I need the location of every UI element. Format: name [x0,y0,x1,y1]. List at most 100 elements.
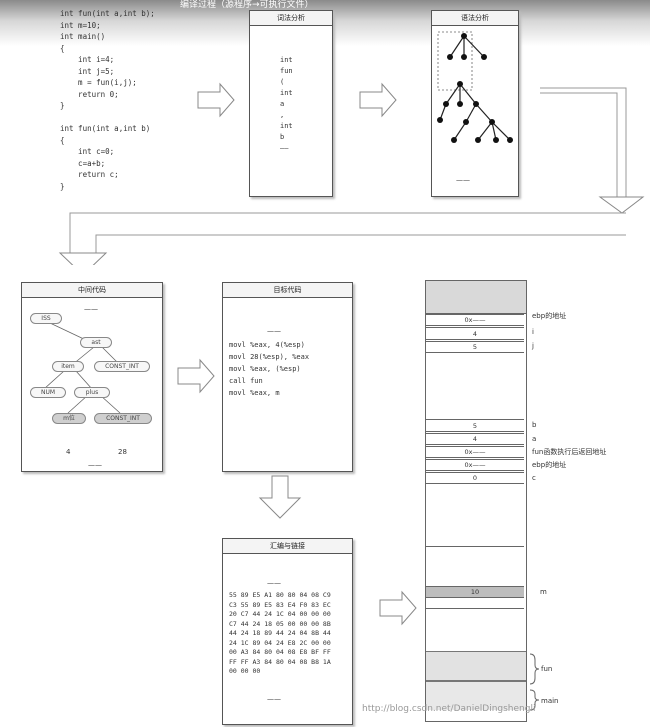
assembly-top-dash: —— [267,579,281,587]
memory-cell-c: 0 [426,472,524,484]
source-line: { [60,135,65,145]
intermediate-code-title: 中间代码 [22,283,162,298]
hex-line: 00 A3 84 80 04 08 E8 BF FF [229,648,331,656]
hex-line: C7 44 24 18 05 00 00 00 8B [229,619,331,628]
source-line: return c; [60,170,119,179]
page-title: 编译过程（源程序→可执行文件） [180,0,314,10]
syntax-analysis-title: 语法分析 [432,11,518,26]
assembly-linking-title: 汇编与链接 [223,539,352,554]
source-line: int fun(int a,int b); [60,9,155,18]
hex-line: 00 00 00 [229,667,261,675]
memory-cell-ret: 0x—— [426,446,524,458]
token: ( [280,78,285,86]
intermediate-bottom-dash: —— [88,461,102,469]
memory-cell-ebp-main: 0x—— [426,314,524,326]
label-i: i [532,328,534,336]
ast-node: plus [74,387,110,398]
source-line: m = fun(i,j); [60,78,137,87]
token: int [280,89,293,97]
main-brace [529,689,540,711]
asm-line: movl 28(%esp), %eax [229,353,310,361]
lexical-analysis-title: 词法分析 [250,11,332,26]
asm-line: movl %eax, m [229,389,280,397]
memory-cell-i: 4 [426,327,524,340]
label-ebp-fun: ebp的地址 [532,461,567,469]
token: —— [280,144,289,152]
token: , [280,111,285,119]
source-line: int fun(int a,int b) [60,124,151,133]
label-a: a [532,435,537,443]
machine-code: 55 89 E5 A1 80 80 04 08 C9 C3 55 89 E5 8… [229,591,331,677]
ast-node: CONST_INT [94,361,150,372]
token: int [280,56,293,64]
arrow-source-to-lexical [197,82,235,118]
source-line: int i=4; [60,55,115,64]
source-line: int j=5; [60,66,115,76]
target-code-box: 目标代码 —— movl %eax, 4(%esp) movl 28(%esp)… [222,282,353,472]
hex-line: FF FF A3 84 80 04 08 B8 1A [229,657,331,666]
label-main: main [541,697,559,705]
source-line: return 0; [60,89,119,99]
hex-line: C3 55 89 E5 83 E4 F0 83 EC [229,600,331,609]
assembly-instructions: movl %eax, 4(%esp) movl 28(%esp), %eax m… [229,339,309,399]
source-line: int m=10; [60,20,101,30]
token: b [280,133,285,141]
token: a [280,100,285,108]
target-code-title: 目标代码 [223,283,352,298]
fun-brace [529,653,540,685]
source-line: int c=0; [60,147,115,156]
memory-top-shaded [426,281,526,314]
label-j: j [532,342,534,350]
asm-line: call fun [229,377,263,385]
arrow-intermediate-to-target [177,358,215,394]
token: int [280,122,293,130]
label-c: c [532,474,536,482]
source-line: } [60,101,65,110]
label-fun: fun [541,665,553,673]
asm-line: movl %eax, (%esp) [229,365,301,373]
label-b: b [532,421,537,429]
memory-cell-a: 4 [426,433,524,445]
label-ebp-main: ebp的地址 [532,312,567,320]
arrow-assembly-to-memory [379,590,417,626]
source-line: c=a+b; [60,158,106,168]
ast-node: ISS [30,313,62,324]
memory-cell-m: 10 [426,586,524,598]
arrow-syntax-to-intermediate [58,87,645,265]
ast-node: ast [80,337,112,348]
memory-divider-2 [426,608,524,609]
ast-node: m位 [52,413,86,424]
memory-cell-b: 5 [426,419,524,432]
memory-divider-1 [426,546,524,547]
syntax-tree-diagram [437,31,513,143]
highlight-box [437,31,473,91]
memory-layout [425,280,527,722]
intermediate-top-dash: —— [84,305,98,313]
ast-node: CONST_INT [94,413,152,424]
hex-line: 55 89 E5 A1 80 80 04 08 C9 [229,591,331,599]
intermediate-bottom-left: 4 [66,448,71,456]
lexical-analysis-box: 词法分析 int fun ( int a, int b —— [249,10,333,197]
token: fun [280,67,293,75]
ast-node: item [52,361,84,372]
syntax-analysis-box: 语法分析 [431,10,519,197]
source-code: int fun(int a,int b); int m=10; int main… [60,8,155,192]
hex-line: 20 C7 44 24 1C 04 00 00 00 [229,610,331,618]
source-line: } [60,181,65,191]
hex-line: 44 24 18 89 44 24 04 8B 44 [229,629,331,637]
arrow-lexical-to-syntax [359,82,397,118]
memory-main-region [426,681,526,710]
assembly-bottom-dash: —— [267,695,281,703]
hex-line: 24 1C 89 04 24 E8 2C 00 00 [229,638,331,647]
label-ret: fun函数执行后返回地址 [532,448,607,456]
source-line: { [60,43,65,53]
memory-cell-ebp-fun: 0x—— [426,459,524,471]
memory-fun-region [426,651,526,681]
source-line: int main() [60,32,106,41]
watermark: http://blog.csdn.net/DanielDingshengli [362,704,536,714]
memory-cell-j: 5 [426,341,524,353]
asm-line: movl %eax, 4(%esp) [229,341,305,349]
label-m: m [540,588,547,596]
arrow-target-to-assembly [258,475,302,519]
